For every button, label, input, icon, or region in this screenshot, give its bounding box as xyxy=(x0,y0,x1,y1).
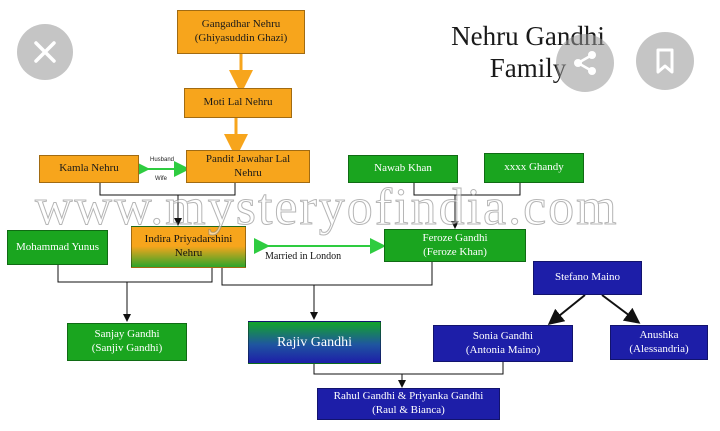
line-parents-feroze xyxy=(413,183,521,196)
node-label: Mohammad Yunus xyxy=(15,240,99,253)
node-label: Sonia Gandhi xyxy=(472,329,534,342)
line-yunus-indira xyxy=(57,265,213,283)
node-label: Anushka xyxy=(639,328,679,341)
arrow-to-sonia xyxy=(547,294,586,326)
node-label: Sanjay Gandhi xyxy=(94,328,160,341)
node-gangadhar-nehru: Gangadhar Nehru (Ghiyasuddin Ghazi) xyxy=(177,10,305,54)
bookmark-icon xyxy=(656,48,674,74)
husband-label: Husband xyxy=(150,157,175,163)
wife-label: Wife xyxy=(155,176,167,182)
node-sublabel: Nehru xyxy=(234,166,262,179)
node-stefano-maino: Stefano Maino xyxy=(533,261,642,295)
close-icon xyxy=(34,41,56,63)
share-button[interactable] xyxy=(556,34,614,92)
node-kamla-nehru: Kamla Nehru xyxy=(39,155,139,183)
node-nawab-khan: Nawab Khan xyxy=(348,155,458,183)
married-in-london-label: Married in London xyxy=(265,251,342,262)
title-line-2: Family xyxy=(489,53,567,84)
node-rahul-priyanka-gandhi: Rahul Gandhi & Priyanka Gandhi (Raul & B… xyxy=(317,388,500,420)
bookmark-button[interactable] xyxy=(636,32,694,90)
node-anushka: Anushka (Alessandria) xyxy=(610,325,708,360)
node-moti-lal-nehru: Moti Lal Nehru xyxy=(184,88,292,118)
node-label: Pandit Jawahar Lal xyxy=(205,152,291,165)
node-sublabel: (Sanjiv Gandhi) xyxy=(91,342,163,354)
node-label: Stefano Maino xyxy=(554,271,621,284)
node-sublabel: (Alessandria) xyxy=(629,342,689,355)
node-mohammad-yunus: Mohammad Yunus xyxy=(7,230,108,265)
node-rajiv-gandhi: Rajiv Gandhi xyxy=(248,321,381,364)
close-button[interactable] xyxy=(17,24,73,80)
node-label: Kamla Nehru xyxy=(59,162,119,175)
node-label: Indira Priyadarshini xyxy=(144,233,233,246)
node-label: Feroze Gandhi xyxy=(422,231,488,244)
node-jawahar-lal-nehru: Pandit Jawahar Lal Nehru xyxy=(186,150,310,183)
node-indira-priyadarshini-nehru: Indira Priyadarshini Nehru xyxy=(131,226,246,268)
node-sonia-gandhi: Sonia Gandhi (Antonia Maino) xyxy=(433,325,573,362)
node-xxxx-ghandy: xxxx Ghandy xyxy=(484,153,584,183)
node-sublabel: (Ghiyasuddin Ghazi) xyxy=(194,32,288,44)
line-rajiv-sonia xyxy=(313,362,504,375)
node-feroze-gandhi: Feroze Gandhi (Feroze Khan) xyxy=(384,229,526,262)
node-sublabel: (Feroze Khan) xyxy=(423,245,487,258)
node-label: Nawab Khan xyxy=(374,162,432,175)
node-label: Rajiv Gandhi xyxy=(276,334,353,350)
share-icon xyxy=(574,51,596,75)
node-sublabel: Nehru xyxy=(174,247,203,259)
node-sanjay-gandhi: Sanjay Gandhi (Sanjiv Gandhi) xyxy=(67,323,187,361)
node-label: Moti Lal Nehru xyxy=(203,96,273,109)
line-indira-feroze xyxy=(221,262,433,286)
line-parents-indira xyxy=(99,183,236,196)
arrow-to-anushka xyxy=(601,294,641,324)
node-label: xxxx Ghandy xyxy=(504,161,564,174)
node-sublabel: (Raul & Bianca) xyxy=(372,404,445,416)
node-sublabel: (Antonia Maino) xyxy=(465,343,541,356)
node-label: Rahul Gandhi & Priyanka Gandhi xyxy=(333,390,484,403)
node-label: Gangadhar Nehru xyxy=(201,18,281,31)
